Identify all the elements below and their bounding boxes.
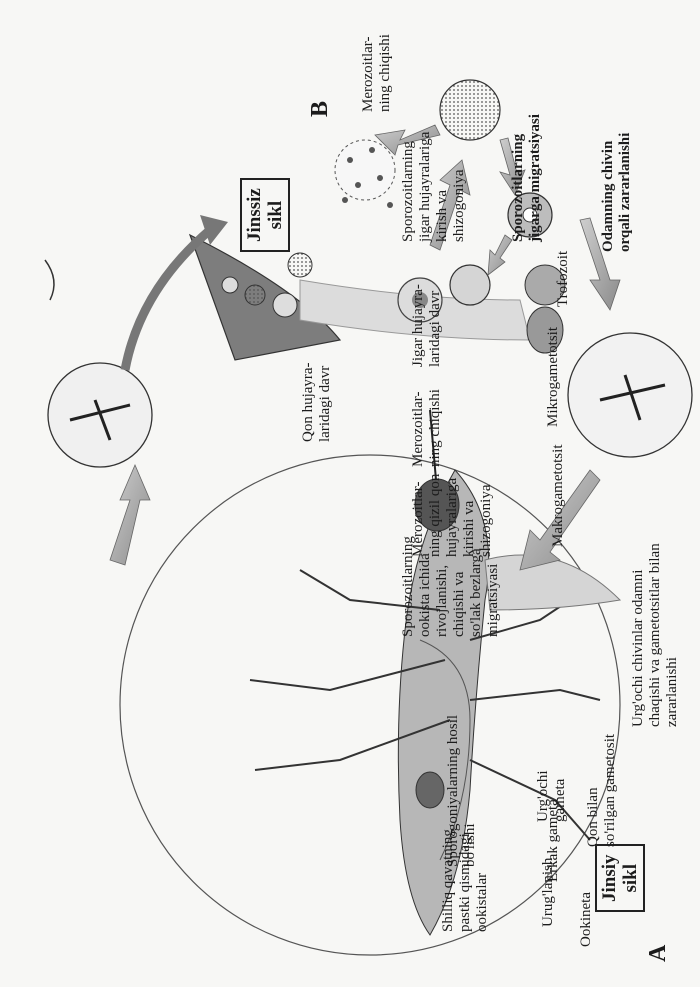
liver-stage-label: Jigar hujayra- laridagi davr [410, 284, 444, 367]
letter-b-label: B [312, 101, 329, 117]
female-infection-label: Urg'ochi chivinlar odamni chaqishi va ga… [630, 543, 681, 727]
migration-liver-label: Sporozoitlarning jigarga migratsiyasi [510, 114, 544, 242]
human-infection-label: Odamning chivin orqali zararlanishi [600, 133, 634, 252]
ookinete-label: Ookineta [578, 892, 595, 947]
microgametocyte-label: Mikrogametotsit [545, 327, 562, 427]
sexual-cycle-label: Jinsiy sikl [595, 844, 645, 912]
asexual-cycle-label: Jinssiz sikl [240, 178, 290, 252]
liver-entry-label: Sporozoitlarning jigar hujayralariga kir… [400, 132, 468, 242]
merozoites-exit-1-label: Merozoitlar- ning chiqishi [410, 389, 444, 467]
blood-stage-label: Qon hujayra- laridagi davr [300, 362, 334, 442]
merozoites-entry-rbc-label: Merozoitlar- ning qizil qon hujayralarig… [410, 474, 495, 557]
macrogametocyte-label: Makrogametotsit [550, 445, 567, 547]
sporogony-label: Sporogoniyalarning hosil bo'lishi [445, 715, 479, 867]
letter-a-label: A [650, 945, 667, 962]
fertilization-label: Urug'lanish [540, 858, 557, 927]
merozoites-exit-2-label: Merozoitlar- ning chiqishi [360, 34, 394, 112]
blood-gametocyte-label: Qon bilan so'rilgan gametosit [585, 734, 619, 847]
trophozoite-label: Trofozoit [555, 251, 572, 307]
